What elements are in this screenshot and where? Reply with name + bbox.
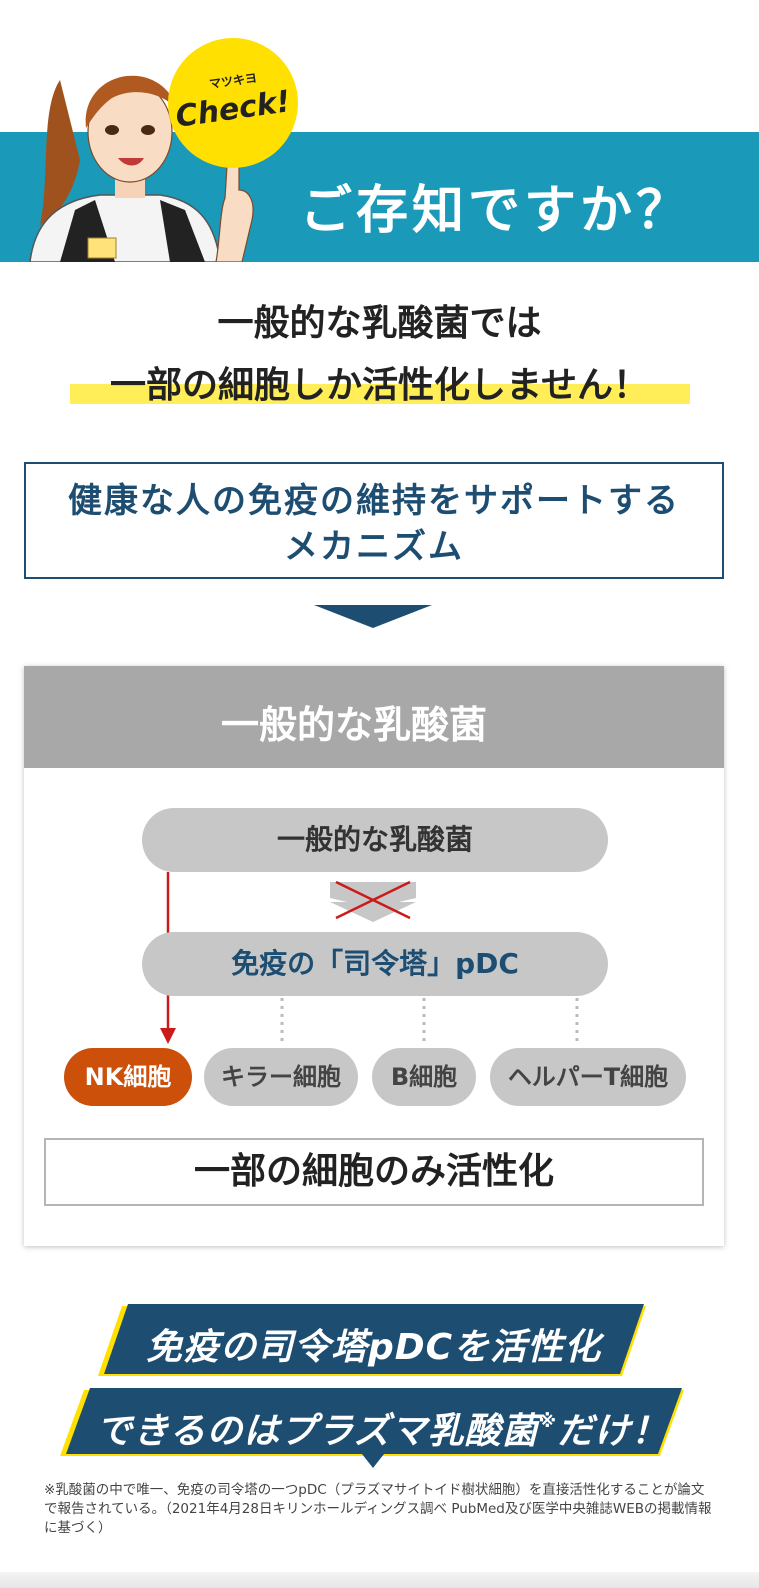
comparison-card: 一般的な乳酸菌 一般的な乳酸菌 免疫の「司令塔」pDC NK細胞 キラー細胞 B… <box>24 666 724 1246</box>
staff-illustration <box>29 75 254 262</box>
cell-helper-t: ヘルパーT細胞 <box>490 1048 686 1106</box>
cross-line-2 <box>335 880 411 920</box>
card-header: 一般的な乳酸菌 <box>24 666 724 768</box>
highlight-marker <box>70 384 690 404</box>
card-heading: 一般的な乳酸菌 <box>220 703 487 747</box>
section-divider <box>0 1572 759 1588</box>
footnote: ※乳酸菌の中で唯一、免疫の司令塔の一つpDC（プラズマサイトイド樹状細胞）を直接… <box>44 1482 712 1536</box>
hero-header: マツキヨ Check! ご存知ですか？ <box>0 0 759 262</box>
cell-nk: NK細胞 <box>64 1048 192 1106</box>
banner-footnote-mark: ※ <box>538 1411 558 1432</box>
intro-line-2: 一部の細胞しか活性化しません！ <box>110 365 649 406</box>
mechanism-line-2: メカニズム <box>284 527 464 567</box>
intro-line-1: 一般的な乳酸菌では <box>217 303 542 344</box>
banner-line-2: できるのはプラズマ乳酸菌※だけ！ <box>96 1402 668 1454</box>
card-connectors <box>160 872 579 1046</box>
pill-pdc: 免疫の「司令塔」pDC <box>142 932 608 996</box>
check-badge: マツキヨ Check! <box>168 38 298 168</box>
banner-line-2-end: だけ！ <box>557 1411 669 1452</box>
cell-killer: キラー細胞 <box>204 1048 358 1106</box>
cell-b: B細胞 <box>372 1048 476 1106</box>
pill-general-lactic-acid: 一般的な乳酸菌 <box>142 808 608 872</box>
banner-shapes <box>60 1304 684 1468</box>
banner-line-1: 免疫の司令塔pDCを活性化 <box>146 1327 602 1368</box>
result-box: 一部の細胞のみ活性化 <box>44 1138 704 1206</box>
banner-line-2-main: できるのはプラズマ乳酸菌 <box>96 1411 539 1452</box>
mechanism-box: 健康な人の免疫の維持をサポートする メカニズム <box>24 462 724 579</box>
mechanism-line-1: 健康な人の免疫の維持をサポートする <box>68 481 680 521</box>
page-title: ご存知ですか？ <box>300 181 693 241</box>
mechanism-text: 健康な人の免疫の維持をサポートする メカニズム <box>26 478 722 570</box>
intro-line-2-wrap: 一部の細胞しか活性化しません！ <box>0 356 759 408</box>
